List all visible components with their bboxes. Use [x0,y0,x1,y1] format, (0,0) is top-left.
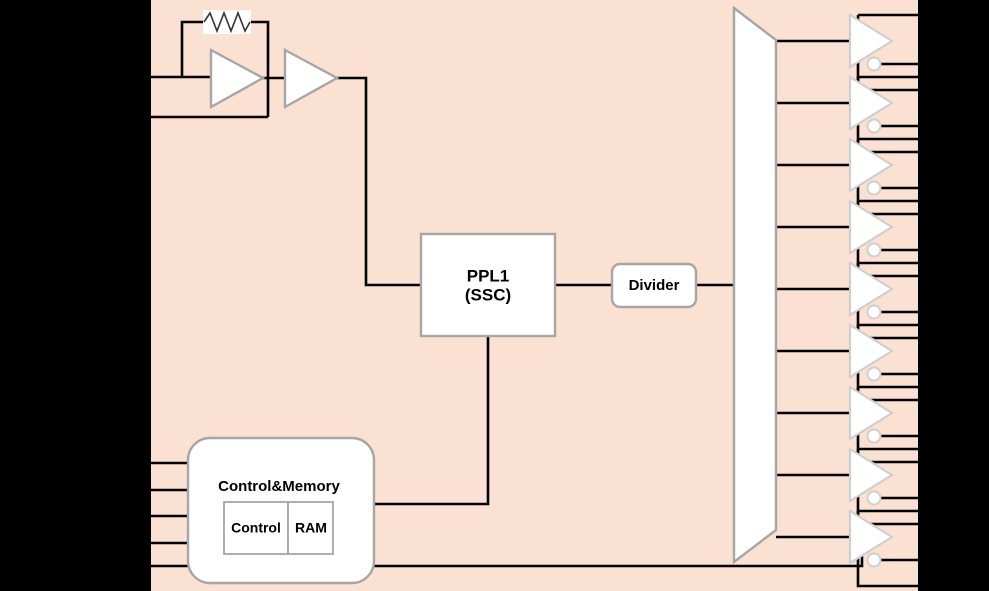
pll-block-label-line1: PPL1 [467,266,510,285]
output-buffer[interactable] [848,13,895,72]
output-buffer[interactable] [848,385,895,444]
output-buffer[interactable] [848,75,895,134]
buffer-amplifier-icon[interactable] [283,47,340,110]
oscillator-amplifier-icon[interactable] [209,47,266,110]
inverting-bubble-icon [866,552,882,568]
wire-feedback-left [180,20,206,77]
inverting-bubble-icon [866,304,882,320]
output-buffer[interactable] [848,199,895,258]
inverting-bubble-icon [866,180,882,196]
divider-block[interactable]: Divider [610,262,698,309]
output-buffer[interactable] [848,261,895,320]
wire-control-to-pll [374,336,490,506]
ram-sub-block[interactable] [287,501,334,555]
control-sub-block[interactable] [223,501,289,555]
control-memory-block[interactable]: Control&Memory Control RAM [186,436,376,585]
fanout-mux-shape[interactable] [732,5,778,565]
wire-feedback-right [249,20,270,117]
output-buffer[interactable] [848,509,895,568]
control-sub-block-label: Control [231,520,281,536]
inverting-bubble-icon [866,118,882,134]
wire-amp2-out [337,76,421,287]
feedback-resistor-icon [203,10,251,34]
pll-block[interactable]: PPL1 (SSC) [419,232,557,338]
output-buffer[interactable] [848,323,895,382]
inverting-bubble-icon [866,490,882,506]
pll-block-label-line2: (SSC) [465,285,511,304]
control-memory-label: Control&Memory [218,478,340,495]
output-buffer[interactable] [848,137,895,196]
inverting-bubble-icon [866,428,882,444]
inverting-bubble-icon [866,242,882,258]
divider-block-label: Divider [629,277,680,294]
output-buffer-group [848,13,895,568]
inverting-bubble-icon [866,366,882,382]
inverting-bubble-icon [866,56,882,72]
ram-sub-block-label: RAM [295,520,327,536]
output-buffer[interactable] [848,447,895,506]
